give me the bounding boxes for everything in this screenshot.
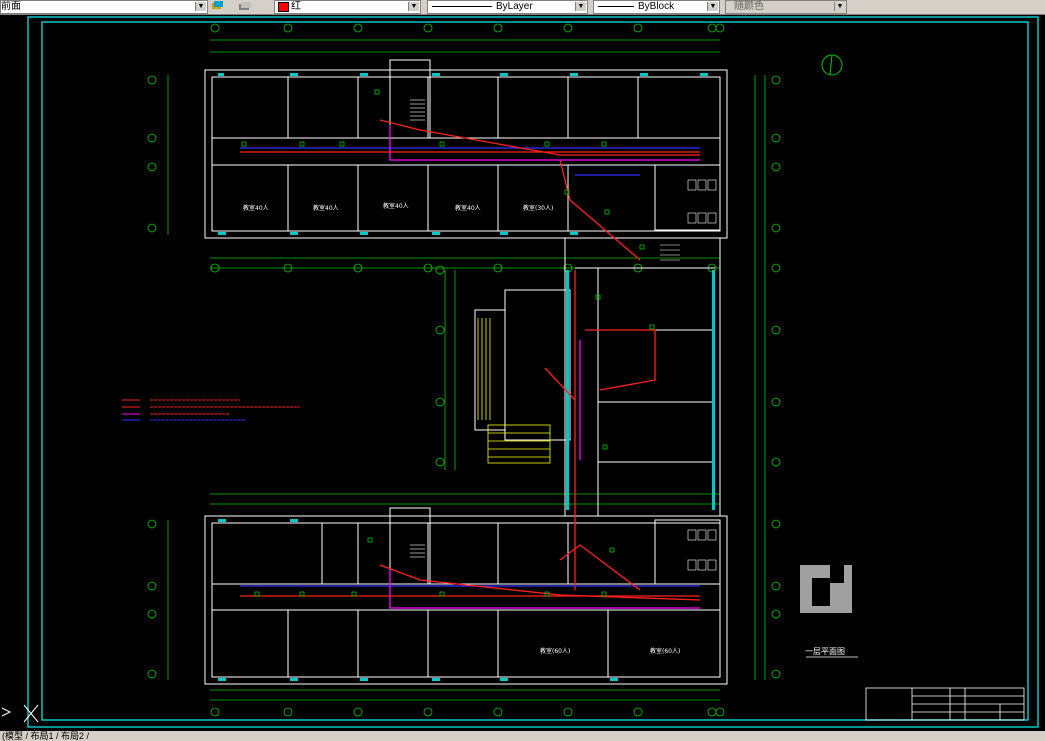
device-symbols — [241, 89, 655, 597]
linetype-value: ByLayer — [496, 1, 533, 12]
plotstyle-value: 随颜色 — [734, 1, 764, 12]
title-block — [865, 687, 1025, 721]
detail-section-figure: 一层平面图 — [800, 565, 858, 658]
linetype-dropdown[interactable]: ByLayer ▼ — [427, 0, 588, 14]
chevron-down-icon: ▼ — [707, 2, 718, 11]
color-value: 红 — [291, 1, 301, 12]
workspace-dropdown[interactable]: 前面 ▼ — [0, 0, 208, 14]
lineweight-value: ByBlock — [638, 1, 675, 12]
color-swatch-icon — [278, 2, 289, 12]
linetype-sample-icon — [432, 6, 492, 7]
ucs-icon — [23, 704, 39, 723]
room-label: 教室40人 — [313, 204, 339, 212]
chevron-down-icon: ▼ — [834, 2, 845, 11]
sheet-outer-border — [27, 16, 1039, 728]
room-label: 教室(60人) — [650, 647, 680, 655]
room-label: 教室40人 — [243, 204, 269, 212]
drawing-title: 一层平面图 — [805, 647, 845, 656]
room-label: 教室(60人) — [540, 647, 570, 655]
color-dropdown[interactable]: 红 ▼ — [274, 0, 421, 14]
workspace-value: 前面 — [1, 1, 21, 12]
plotstyle-dropdown[interactable]: 随颜色 ▼ — [725, 0, 847, 14]
floor-plan-drawing: 教室40人 教室40人 教室40人 教室40人 教室(30人) 教室(60人) … — [1, 16, 1039, 728]
layer-states-icon[interactable] — [210, 0, 224, 12]
main-stair-yellow — [477, 318, 551, 464]
layout-tabs-bar: (模型 / 布局1 / 布局2 / — [0, 731, 1045, 741]
layer-previous-icon[interactable] — [238, 0, 252, 12]
viewport-arrow-icon — [1, 707, 12, 717]
lineweight-dropdown[interactable]: ByBlock ▼ — [593, 0, 720, 14]
restroom-fixtures — [687, 179, 717, 571]
drawing-canvas[interactable]: 教室40人 教室40人 教室40人 教室40人 教室(30人) 教室(60人) … — [0, 15, 1045, 731]
cable-legend — [122, 399, 300, 421]
room-label: 教室40人 — [455, 204, 481, 212]
room-labels: 教室40人 教室40人 教室40人 教室40人 教室(30人) 教室(60人) … — [243, 202, 680, 655]
column-markers — [218, 73, 715, 681]
properties-toolbar: 前面 ▼ 红 ▼ ByLayer ▼ ByBlock ▼ 随颜色 ▼ — [0, 0, 1045, 15]
room-label: 教室40人 — [383, 202, 409, 210]
bottom-wing-walls — [204, 507, 728, 685]
north-arrow-icon — [821, 54, 843, 76]
chevron-down-icon: ▼ — [575, 2, 586, 11]
layout-tabs[interactable]: (模型 / 布局1 / 布局2 / — [2, 731, 90, 741]
middle-wing-walls — [474, 237, 721, 517]
sheet-inner-border — [41, 21, 1029, 721]
top-dimension-lines — [167, 39, 766, 701]
room-label: 教室(30人) — [523, 204, 553, 212]
stair-symbols — [410, 99, 680, 558]
top-wing-walls — [204, 59, 728, 239]
lineweight-sample-icon — [598, 6, 634, 7]
chevron-down-icon: ▼ — [195, 2, 206, 11]
axis-bubbles — [147, 23, 781, 717]
chevron-down-icon: ▼ — [408, 2, 419, 11]
cable-runs — [240, 119, 701, 609]
